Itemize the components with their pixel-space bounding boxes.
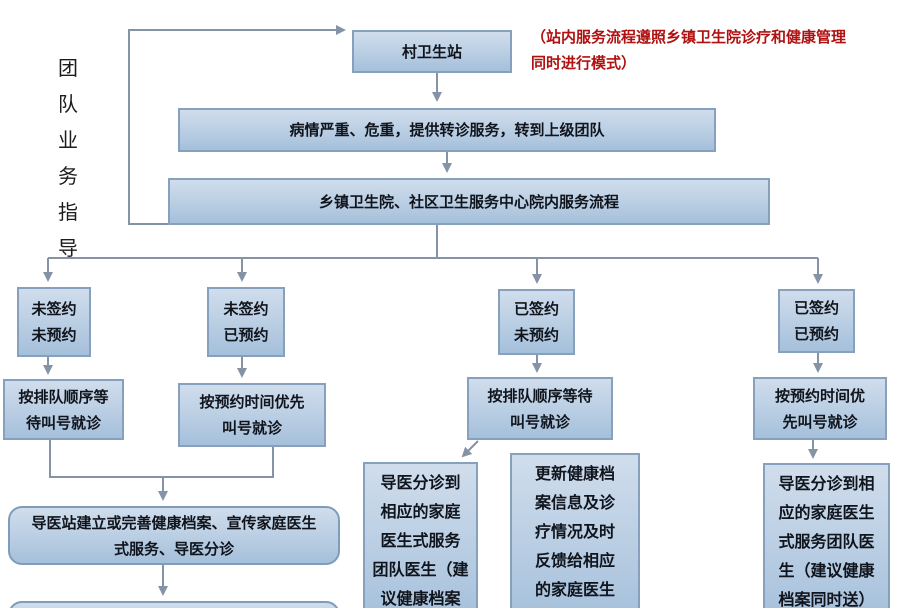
node-center-flow: 乡镇卫生院、社区卫生服务中心院内服务流程 <box>168 178 770 225</box>
node-triage-right: 导医分诊到相 应的家庭医生 式服务团队医 生（建议健康 档案同时送） <box>763 463 890 608</box>
node-queue-wait-1: 按排队顺序等 待叫号就诊 <box>3 379 124 440</box>
connector-feedback-loop <box>128 25 346 225</box>
side-label-char: 指 <box>58 200 78 224</box>
node-signed-booked: 已签约 已预约 <box>778 289 855 353</box>
connector-merge-line <box>49 440 274 478</box>
node-triage-left: 导医分诊到 相应的家庭 医生式服务 团队医生（建 议健康档案 同时送） <box>363 462 478 608</box>
node-village-station: 村卫生站 <box>352 30 512 73</box>
node-unsigned-booked: 未签约 已预约 <box>207 287 285 357</box>
node-unsigned-unbooked: 未签约 未预约 <box>17 287 91 357</box>
node-appointment-priority-2: 按预约时间优 先叫号就诊 <box>753 377 887 440</box>
node-bottom-next-step <box>8 601 340 608</box>
side-label-char: 务 <box>58 164 78 188</box>
node-appointment-priority-1: 按预约时间优先 叫号就诊 <box>178 383 326 447</box>
side-label-char: 导 <box>58 236 78 260</box>
node-update-records: 更新健康档 案信息及诊 疗情况及时 反馈给相应 的家庭医生 式服务团队 <box>510 453 640 608</box>
side-label-char: 团 <box>58 56 78 80</box>
side-label-team-guidance: 团队业务指导 <box>58 52 78 261</box>
side-label-char: 队 <box>58 92 78 116</box>
node-guide-station: 导医站建立或完善健康档案、宣传家庭医生 式服务、导医分诊 <box>8 506 340 565</box>
node-signed-unbooked: 已签约 未预约 <box>498 289 575 355</box>
side-label-char: 业 <box>58 128 78 152</box>
node-queue-wait-2: 按排队顺序等待 叫号就诊 <box>467 377 613 440</box>
node-referral: 病情严重、危重，提供转诊服务，转到上级团队 <box>178 108 716 152</box>
connector-queue2-diagonal <box>461 440 479 458</box>
note-red-annotation: （站内服务流程遵照乡镇卫生院诊疗和健康管理 同时进行模式） <box>531 28 847 72</box>
